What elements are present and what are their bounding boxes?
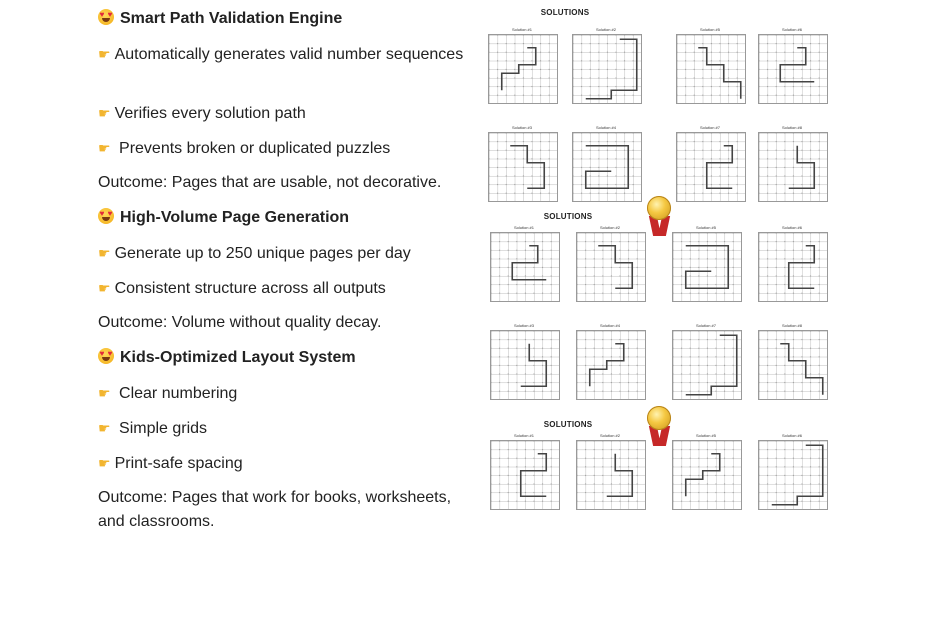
solution-label: Solution #4 bbox=[595, 125, 616, 130]
gold-medal-icon bbox=[645, 406, 673, 448]
solution-path bbox=[584, 144, 630, 190]
solutions-page: SOLUTIONS Solution #1 Solution #2 Solution … bbox=[480, 420, 840, 620]
solution-path bbox=[705, 144, 734, 190]
solution-grid bbox=[758, 440, 828, 510]
solution-grid bbox=[758, 330, 828, 400]
solution-grid bbox=[490, 440, 560, 510]
solution-grid bbox=[490, 232, 560, 302]
solution-path bbox=[510, 144, 546, 190]
pointing-hand-icon: ☛ bbox=[98, 280, 111, 296]
solution-path bbox=[685, 334, 738, 396]
solution-label: Solution #6 bbox=[781, 27, 802, 32]
solution-label: Solution #2 bbox=[599, 225, 620, 230]
pointing-hand-icon: ☛ bbox=[98, 455, 111, 471]
solution-label: Solution #2 bbox=[599, 433, 620, 438]
solution-label: Solution #1 bbox=[513, 225, 534, 230]
solution-grid bbox=[576, 330, 646, 400]
solution-grid bbox=[488, 34, 558, 104]
bullet-item: ☛Consistent structure across all outputs bbox=[98, 276, 468, 301]
solution-path bbox=[519, 452, 548, 498]
solution-path bbox=[771, 444, 824, 506]
solution-label: Solution #2 bbox=[595, 27, 616, 32]
solution-label: Solution #8 bbox=[781, 323, 802, 328]
solution-grid bbox=[488, 132, 558, 202]
pointing-hand-icon: ☛ bbox=[98, 245, 111, 261]
bullet-item: ☛ Simple grids bbox=[98, 416, 468, 441]
solution-grid bbox=[672, 232, 742, 302]
solution-path bbox=[698, 46, 742, 99]
outcome-text: Outcome: Volume without quality decay. bbox=[98, 314, 382, 331]
section-heading: ♥♥Smart Path Validation Engine bbox=[98, 9, 343, 27]
bullet-item: ☛ Prevents broken or duplicated puzzles bbox=[98, 136, 468, 161]
pointing-hand-icon: ☛ bbox=[98, 46, 111, 62]
solution-label: Solution #5 bbox=[695, 225, 716, 230]
solution-label: Solution #5 bbox=[695, 433, 716, 438]
solution-grid bbox=[490, 330, 560, 400]
gold-medal-icon bbox=[645, 196, 673, 238]
solution-path bbox=[520, 343, 548, 388]
solutions-page: SOLUTIONS Solution #1 Solution #2 Solution … bbox=[480, 212, 840, 412]
solution-path bbox=[606, 453, 634, 498]
solution-label: Solution #5 bbox=[699, 27, 720, 32]
solution-grid bbox=[572, 34, 642, 104]
solution-path bbox=[511, 244, 547, 281]
pointing-hand-icon: ☛ bbox=[98, 420, 111, 436]
section-heading: ♥♥Kids-Optimized Layout System bbox=[98, 348, 356, 366]
solutions-page: SOLUTIONS Solution #1 Solution #2 Solution … bbox=[480, 8, 840, 208]
outcome-text: Outcome: Pages that work for books, work… bbox=[98, 489, 452, 530]
solutions-page-title: SOLUTIONS bbox=[540, 8, 590, 17]
solution-label: Solution #3 bbox=[511, 125, 532, 130]
pointing-hand-icon: ☛ bbox=[98, 140, 111, 156]
solution-path bbox=[598, 244, 634, 290]
solution-label: Solution #7 bbox=[699, 125, 720, 130]
pointing-hand-icon: ☛ bbox=[98, 105, 111, 121]
solutions-page-title: SOLUTIONS bbox=[543, 212, 593, 221]
solution-grid bbox=[676, 34, 746, 104]
solution-path bbox=[788, 145, 816, 190]
solutions-page-title: SOLUTIONS bbox=[543, 420, 593, 429]
solution-grid bbox=[676, 132, 746, 202]
solution-label: Solution #8 bbox=[781, 125, 802, 130]
heart-eyes-emoji-icon: ♥♥ bbox=[98, 348, 114, 364]
solution-path bbox=[780, 342, 824, 395]
section-heading: ♥♥High-Volume Page Generation bbox=[98, 208, 350, 226]
solution-label: Solution #4 bbox=[599, 323, 620, 328]
solution-grid bbox=[576, 440, 646, 510]
solution-label: Solution #1 bbox=[511, 27, 532, 32]
solution-grid bbox=[572, 132, 642, 202]
solution-label: Solution #1 bbox=[513, 433, 534, 438]
solution-path bbox=[787, 244, 816, 290]
solution-path bbox=[588, 342, 625, 387]
heart-eyes-emoji-icon: ♥♥ bbox=[98, 208, 114, 224]
solution-label: Solution #6 bbox=[781, 225, 802, 230]
solution-path bbox=[585, 38, 638, 100]
solution-grid bbox=[672, 330, 742, 400]
solution-grid bbox=[758, 132, 828, 202]
solution-path bbox=[684, 244, 730, 290]
solution-label: Solution #6 bbox=[781, 433, 802, 438]
solution-path bbox=[500, 46, 537, 91]
solution-path bbox=[684, 452, 721, 497]
solution-grid bbox=[758, 34, 828, 104]
heart-eyes-emoji-icon: ♥♥ bbox=[98, 9, 114, 25]
pointing-hand-icon: ☛ bbox=[98, 385, 111, 401]
solution-grid bbox=[576, 232, 646, 302]
solution-label: Solution #7 bbox=[695, 323, 716, 328]
solution-grid bbox=[672, 440, 742, 510]
bullet-item: ☛Automatically generates valid number se… bbox=[98, 42, 468, 67]
solution-label: Solution #3 bbox=[513, 323, 534, 328]
solution-grid bbox=[758, 232, 828, 302]
bullet-item: ☛Print-safe spacing bbox=[98, 451, 468, 476]
solution-path bbox=[779, 46, 815, 83]
outcome-text: Outcome: Pages that are usable, not deco… bbox=[98, 174, 442, 191]
bullet-item: ☛Verifies every solution path bbox=[98, 101, 468, 126]
bullet-item: ☛Generate up to 250 unique pages per day bbox=[98, 241, 468, 266]
bullet-item: ☛ Clear numbering bbox=[98, 381, 468, 406]
